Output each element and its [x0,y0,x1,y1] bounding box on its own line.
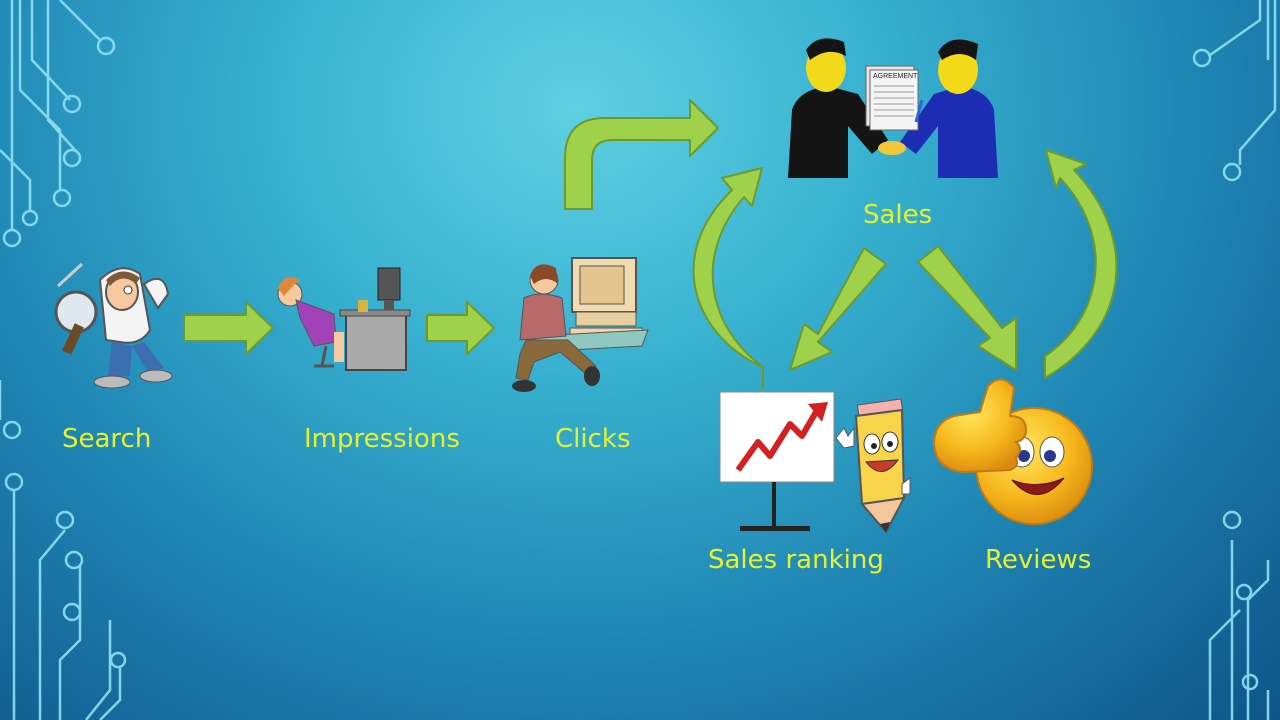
thumbs-up-smiley-icon [932,378,1093,525]
arrow-impressions-to-clicks [426,301,495,355]
tired-office-worker-icon [277,267,411,371]
arrow-sales-to-reviews [917,245,1017,371]
circuit-decoration-left [0,0,127,720]
stage-label-impressions: Impressions [304,424,460,454]
agreement-text: AGREEMENT [873,73,918,80]
arrow-search-to-impressions [183,301,274,355]
detective-icon [54,262,173,389]
arrow-sales-to-ranking [789,247,887,371]
stage-label-reviews: Reviews [985,545,1092,575]
stage-label-sales-ranking: Sales ranking [708,545,884,575]
stage-label-sales: Sales [863,200,933,230]
stage-label-clicks: Clicks [555,424,631,454]
sales-chart-icon [719,391,835,531]
stage-label-search: Search [62,424,152,454]
arrow-ranking-loop-to-sales [692,167,764,389]
arrow-reviews-loop-to-sales [1044,149,1118,379]
handshake-icon: AGREEMENT [788,38,998,178]
pencil-mascot-icon [835,398,911,534]
circuit-decoration-right [1192,0,1277,720]
arrow-clicks-to-sales [564,99,719,210]
computer-user-icon [512,257,649,392]
